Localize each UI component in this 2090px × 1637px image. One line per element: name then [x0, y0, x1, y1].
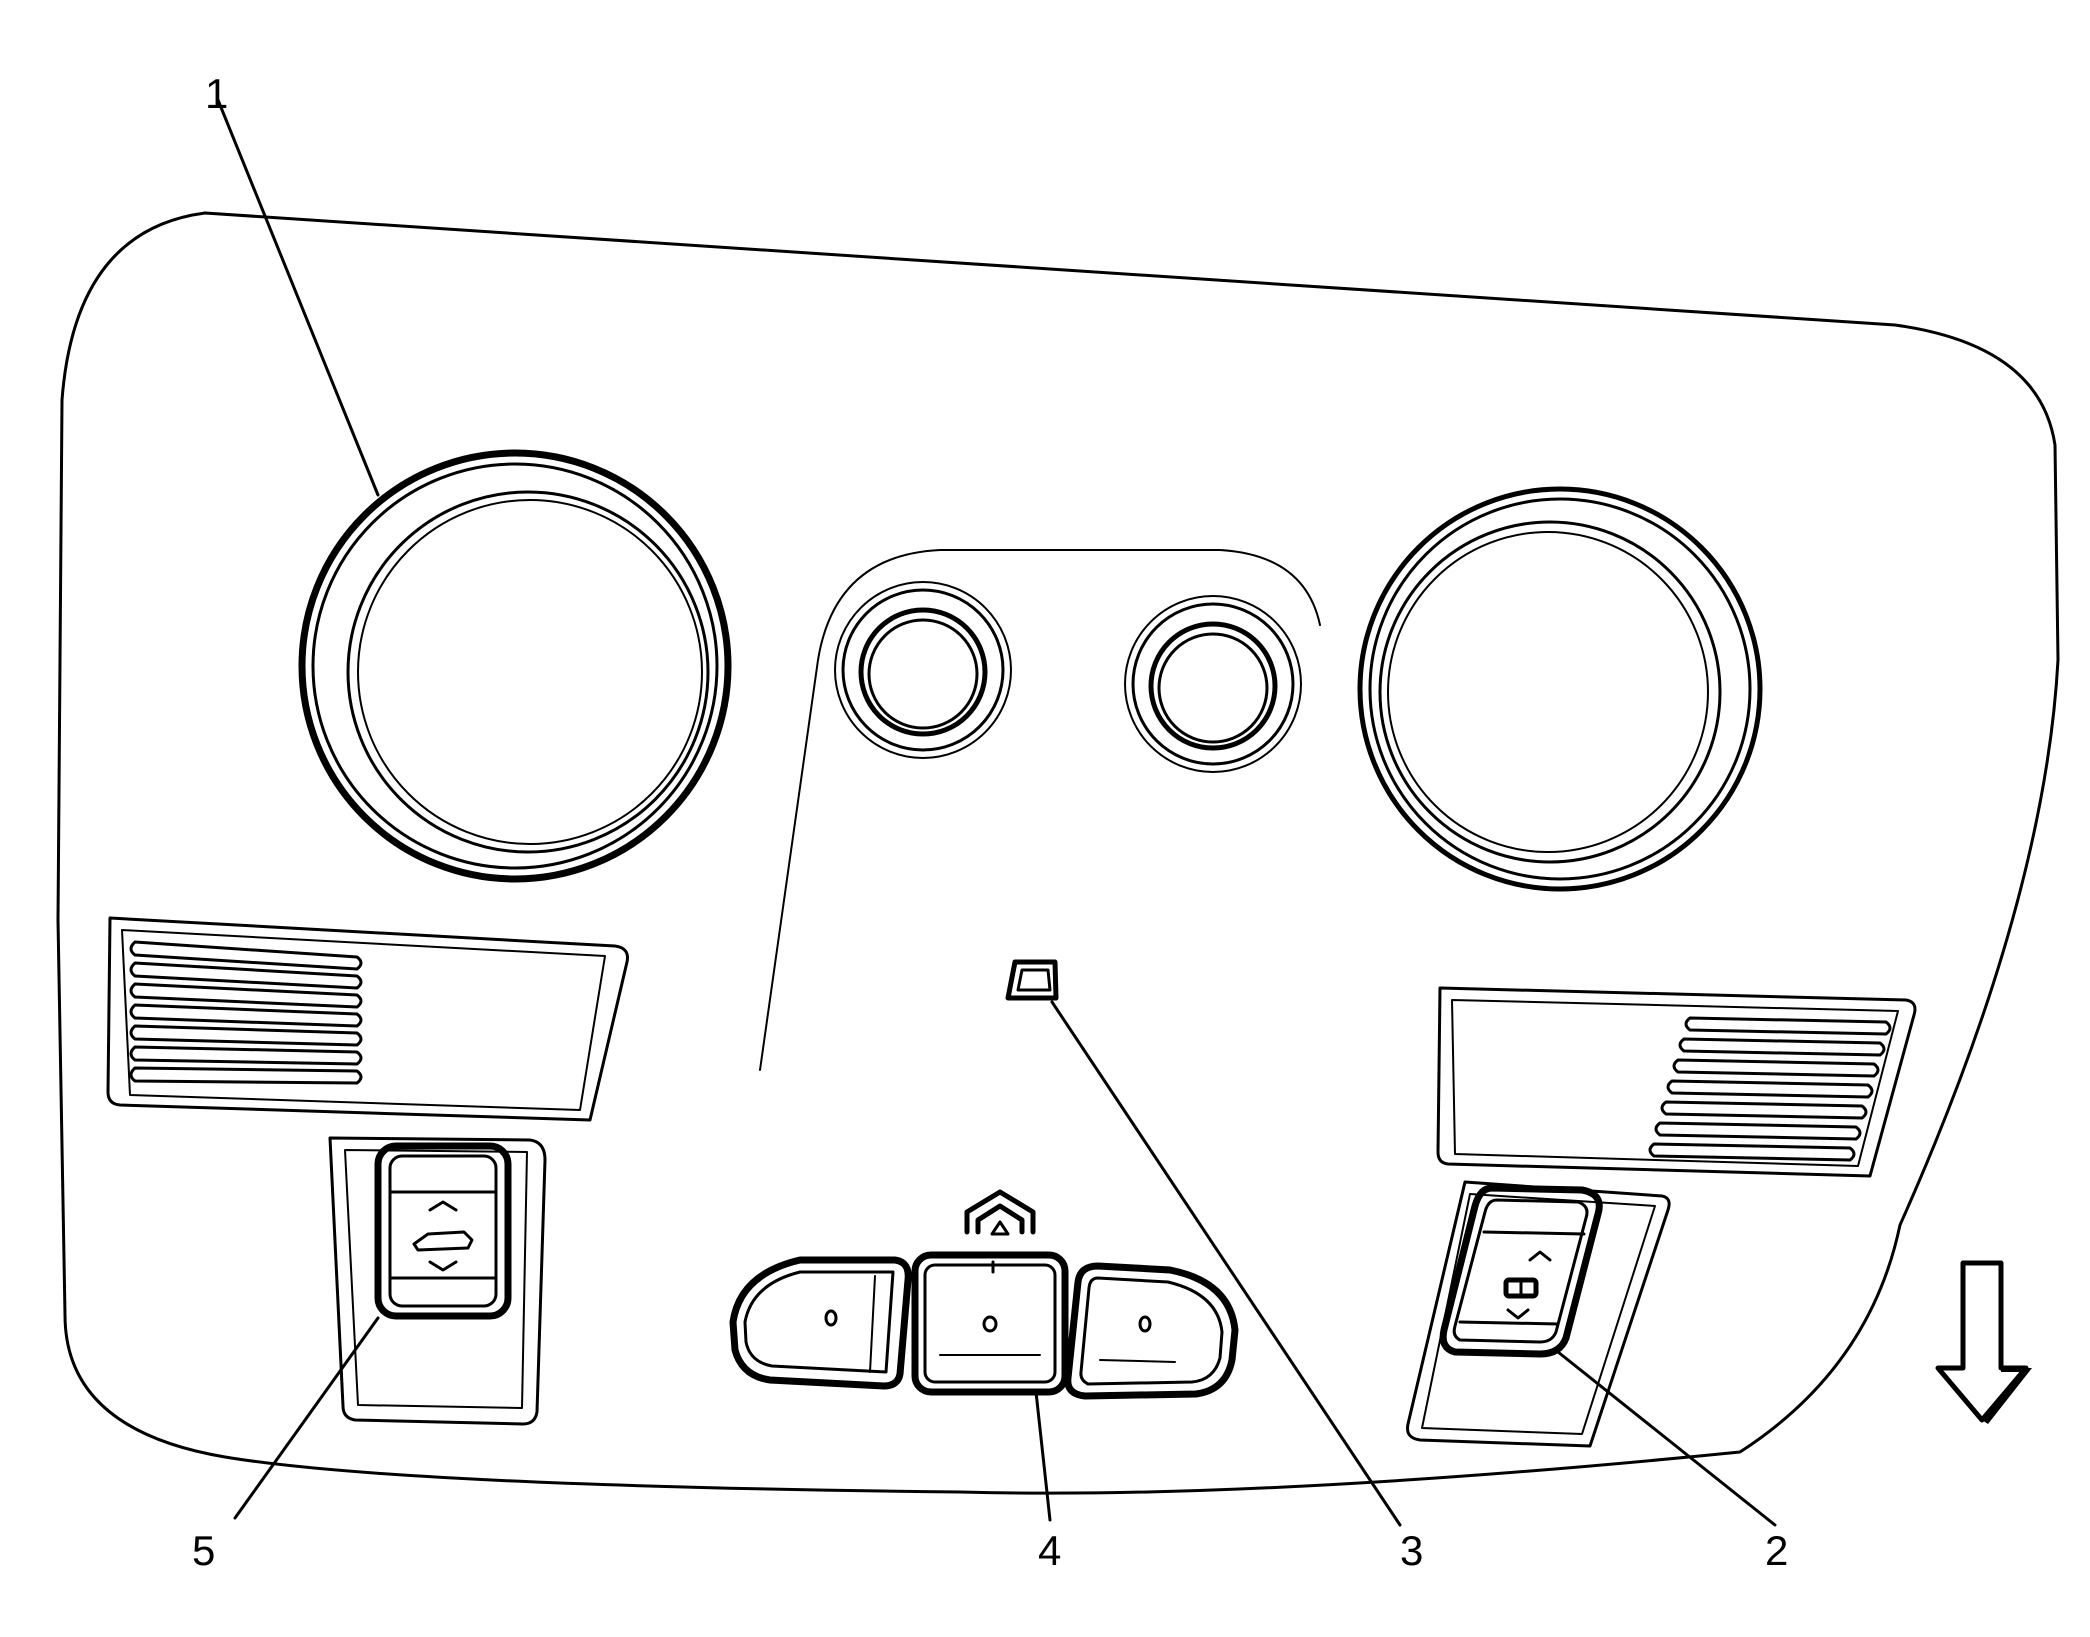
- leader-line-3: [1050, 1000, 1402, 1527]
- callout-1: 1: [205, 70, 228, 117]
- callout-2: 2: [1765, 1527, 1788, 1574]
- vehicle-forward-arrow-shadow: [1982, 1368, 2032, 1424]
- leader-line-1: [216, 98, 380, 497]
- leader-line-5: [233, 1316, 380, 1520]
- left-switch-bezel: [328, 1136, 547, 1426]
- leader-line-2: [1556, 1350, 1777, 1527]
- leader-line-4: [1034, 1390, 1052, 1522]
- right-overhead-switch[interactable]: [1439, 1184, 1603, 1358]
- left-reading-lamp: [834, 581, 1012, 759]
- vehicle-forward-arrow: [1935, 1260, 2029, 1423]
- homelink-icon: [964, 1189, 1036, 1236]
- right-switch-bezel: [1406, 1180, 1671, 1448]
- right-lamp-lens: [1357, 486, 1763, 892]
- sunroof-switch[interactable]: [374, 1142, 512, 1320]
- right-speaker-grille: [1436, 986, 1917, 1178]
- callout-4: 4: [1038, 1527, 1061, 1574]
- garage-opener-button-right[interactable]: [1064, 1262, 1239, 1400]
- callout-5: 5: [192, 1527, 215, 1574]
- garage-opener-button-center[interactable]: [911, 1251, 1069, 1396]
- right-reading-lamp: [1124, 595, 1302, 773]
- left-speaker-grille: [106, 916, 629, 1122]
- left-lamp-lens: [298, 449, 732, 883]
- console-outline: [56, 211, 2060, 1495]
- callout-3: 3: [1400, 1527, 1423, 1574]
- right-grille-slots: [1648, 1016, 1892, 1162]
- garage-opener-button-left[interactable]: [729, 1256, 912, 1390]
- light-sensor: [1005, 959, 1059, 1001]
- left-grille-slots: [129, 940, 363, 1085]
- center-panel-outline: [759, 549, 1321, 1071]
